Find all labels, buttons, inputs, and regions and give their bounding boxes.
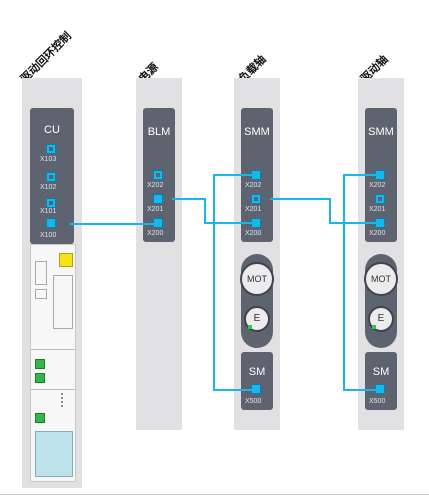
cu-slot — [53, 275, 73, 329]
cu-label: CU — [44, 124, 60, 136]
sm-module-load[interactable]: SM X500 — [241, 352, 273, 410]
cable-smm-sm-drive — [343, 174, 377, 176]
cu-port-x102[interactable] — [46, 172, 56, 182]
blm-label: BLM — [147, 126, 171, 138]
blm-module[interactable]: BLM X202 X201 X200 — [143, 108, 175, 242]
smm-label: SMM — [244, 126, 270, 138]
cable-smm-smm — [329, 198, 331, 223]
motor-block-drive: MOT E — [364, 254, 398, 348]
sm-label: SM — [372, 366, 390, 378]
cu-port-label: X102 — [40, 184, 57, 191]
blm-port-label: X201 — [147, 206, 164, 213]
cu-slot — [35, 289, 47, 299]
blm-port-label: X202 — [147, 182, 164, 189]
cu-port-x100[interactable] — [46, 218, 56, 228]
cu-port-label: X103 — [40, 156, 57, 163]
smm-port-label: X202 — [245, 182, 262, 189]
sm-label: SM — [248, 366, 266, 378]
smm-label: SMM — [368, 126, 394, 138]
bottom-border — [0, 494, 429, 495]
smm-module-drive[interactable]: SMM X202 X201 X200 — [365, 108, 397, 242]
cable-smm-sm-drive — [343, 389, 377, 391]
sm-port-label: X500 — [369, 398, 386, 405]
cu-module[interactable]: CU X103 X102 X101 X100 — [30, 108, 74, 244]
cable-smm-sm-load — [213, 174, 215, 390]
cu-port-label: X100 — [40, 232, 57, 239]
smm-port-label: X201 — [245, 206, 262, 213]
led-strip — [61, 393, 69, 407]
cu-port-x103[interactable] — [46, 144, 56, 154]
cable-blm-smm — [204, 198, 206, 223]
sm-port-label: X500 — [245, 398, 262, 405]
cable-smm-sm-load — [213, 389, 253, 391]
cable-blm-smm — [204, 222, 253, 224]
motor-icon: MOT — [364, 262, 398, 296]
blm-port-x200[interactable] — [153, 218, 163, 228]
cable-smm-sm-drive — [343, 174, 345, 390]
sm-module-drive[interactable]: SM X500 — [365, 352, 397, 410]
green-port[interactable] — [35, 413, 45, 423]
blm-port-label: X200 — [147, 230, 164, 237]
smm-port-x201[interactable] — [375, 194, 385, 204]
cable-smm-smm — [329, 222, 377, 224]
green-port[interactable] — [35, 359, 45, 369]
cable-smm-sm-load — [213, 174, 253, 176]
smm-port-label: X200 — [369, 230, 386, 237]
cu-lower-body — [30, 244, 76, 482]
cu-divider — [31, 349, 75, 350]
cable-blm-smm — [172, 198, 205, 200]
smm-port-label: X201 — [369, 206, 386, 213]
cu-port-x101[interactable] — [46, 198, 56, 208]
warning-indicator — [59, 253, 73, 267]
motor-icon: MOT — [240, 262, 274, 296]
blm-port-x202[interactable] — [153, 170, 163, 180]
motor-block-load: MOT E — [240, 254, 274, 348]
encoder-icon: E — [244, 306, 270, 332]
cu-slot — [35, 261, 47, 285]
blm-port-x201[interactable] — [153, 194, 163, 204]
cable-smm-smm — [270, 198, 330, 200]
encoder-dot — [248, 325, 252, 329]
smm-port-x201[interactable] — [251, 194, 261, 204]
green-port[interactable] — [35, 373, 45, 383]
encoder-dot — [372, 325, 376, 329]
smm-port-label: X200 — [245, 230, 262, 237]
cu-port-label: X101 — [40, 208, 57, 215]
cable-cu-blm — [70, 223, 154, 225]
cu-cover — [35, 431, 73, 477]
smm-port-label: X202 — [369, 182, 386, 189]
cu-divider — [31, 389, 75, 390]
